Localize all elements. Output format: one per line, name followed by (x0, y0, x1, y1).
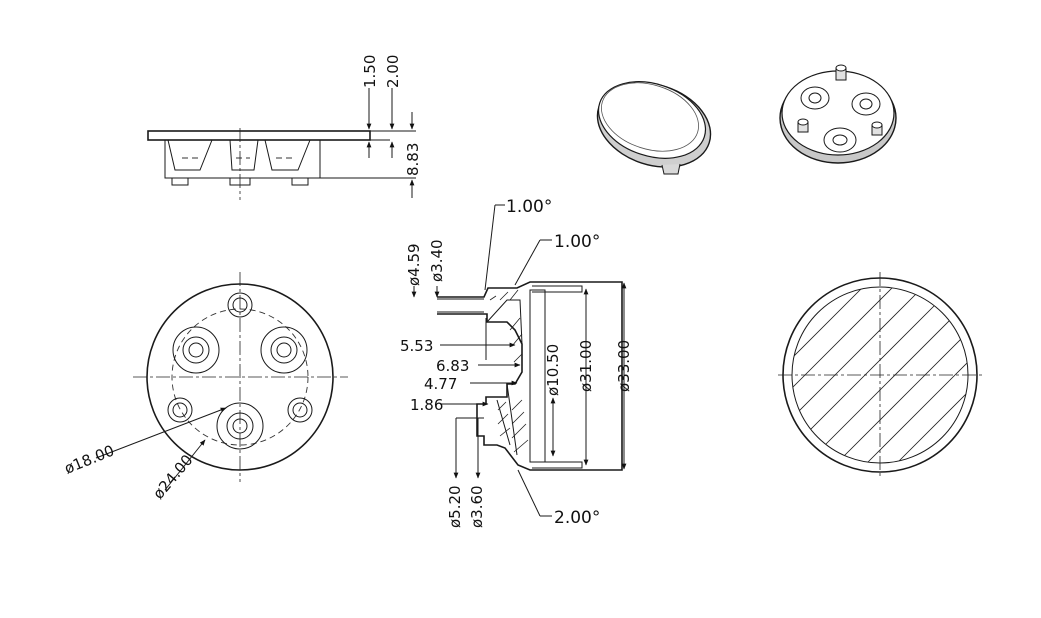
angle-2-00: 2.00° (554, 508, 600, 528)
leader-angle-1 (484, 204, 496, 291)
side-lens-cups (167, 139, 311, 171)
dim-dia-4-59: ø4.59 (405, 243, 423, 286)
leader-18 (95, 407, 227, 459)
dim-6-83: 6.83 (436, 357, 469, 375)
section-outline (437, 281, 623, 471)
side-body (164, 140, 321, 179)
side-pin-right (291, 177, 309, 186)
dim-dia-3-60: ø3.60 (468, 485, 486, 528)
dim-dia-33-00: ø33.00 (615, 340, 633, 392)
side-pin-left (171, 177, 189, 186)
dim-1-86: 1.86 (410, 396, 443, 414)
front-hatching (792, 287, 968, 463)
dim-dia-31-00: ø31.00 (577, 340, 595, 392)
dim-4-77: 4.77 (424, 375, 457, 393)
leader-angle-2 (514, 239, 541, 286)
front-view (778, 272, 982, 478)
dim-1-50: 1.50 (361, 55, 379, 88)
dim-dia-5-20: ø5.20 (446, 485, 464, 528)
section-view: 1.00° 1.00° 2.00° ø4.59 ø3.40 ø10.50 ø31… (400, 197, 633, 528)
dim-dia-10-50: ø10.50 (544, 344, 562, 396)
dim-2-00: 2.00 (384, 55, 402, 88)
dim-dia-24: ø24.00 (149, 451, 196, 503)
angle-1-00-a: 1.00° (506, 197, 552, 217)
dim-8-83: 8.83 (404, 143, 422, 176)
dim-5-53: 5.53 (400, 337, 433, 355)
iso-lens-bottom-view (779, 64, 897, 164)
leader-24 (164, 439, 206, 491)
bottom-view: ø18.00 ø24.00 (62, 272, 348, 503)
dim-dia-18: ø18.00 (62, 441, 117, 477)
side-flange (147, 130, 371, 141)
angle-1-00-b: 1.00° (554, 232, 600, 252)
dim-dia-3-40: ø3.40 (428, 239, 446, 282)
leader-angle-3 (517, 469, 541, 517)
side-view: 1.50 2.00 8.83 (147, 55, 422, 200)
iso-lens-top-view (596, 81, 712, 175)
